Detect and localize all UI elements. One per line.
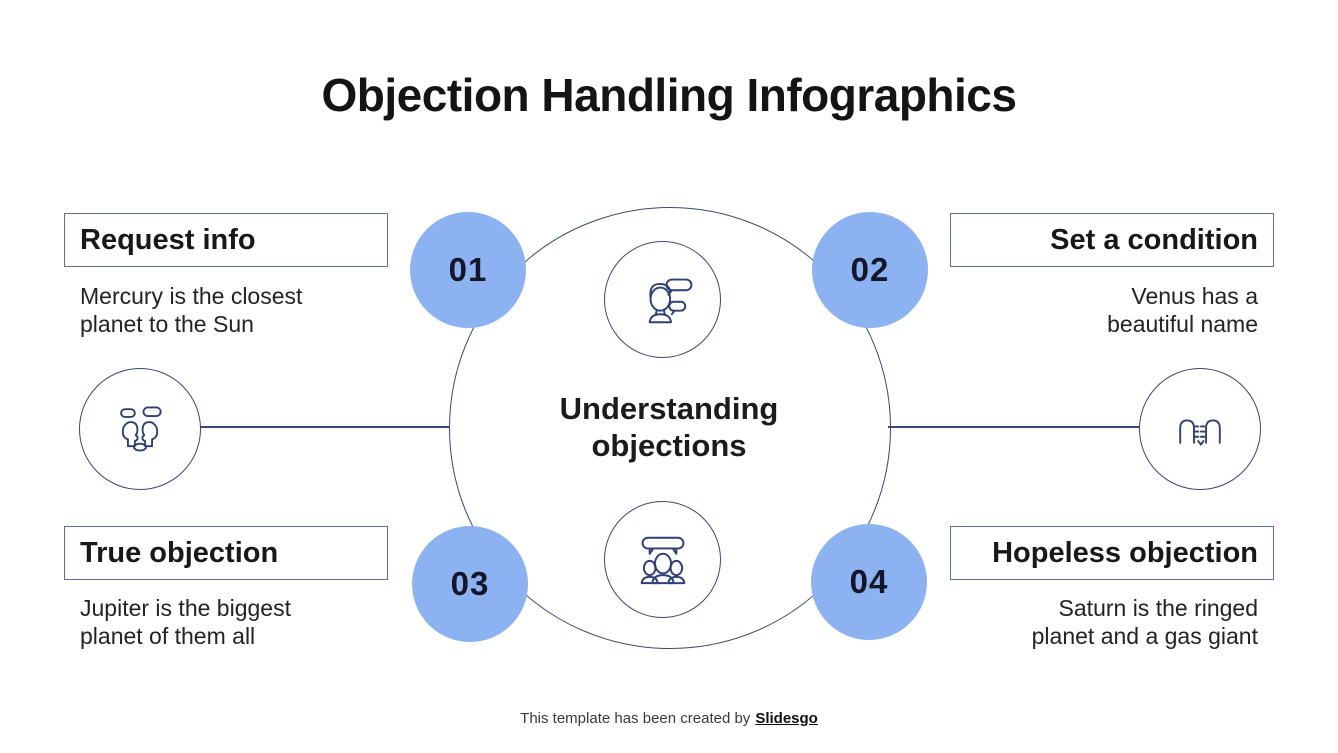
negotiation-icon [1139,368,1261,490]
step-1-number-badge: 01 [410,212,526,328]
team-discussion-icon-graphic [640,536,685,584]
person-talking-icon [604,241,721,358]
step-4-heading: Hopeless objection [992,536,1258,569]
step-4-description: Saturn is the ringed planet and a gas gi… [1031,595,1258,649]
two-people-conversation-icon [79,368,201,490]
connector-line-right [888,426,1140,428]
two-people-conversation-icon-graphic [120,406,162,452]
step-1-heading-box: Request info [64,213,388,267]
team-discussion-icon [604,501,721,618]
main-circle [449,207,891,649]
step-4-heading-box: Hopeless objection [950,526,1274,580]
step-2-number-badge: 02 [812,212,928,328]
step-2-description: Venus has a beautiful name [1107,283,1258,337]
step-2-heading: Set a condition [1050,223,1258,256]
step-3-heading: True objection [80,536,279,569]
footer-text: This template has been created by [520,710,751,727]
step-1-description: Mercury is the closest planet to the Sun [80,283,303,337]
step-3-heading-box: True objection [64,526,388,580]
page-title: Objection Handling Infographics [321,69,1017,121]
center-title: Understanding objections [559,391,779,463]
step-3-number-badge: 03 [412,526,528,642]
step-3-description: Jupiter is the biggest planet of them al… [80,595,291,649]
step-1-heading: Request info [80,223,256,256]
step-4-number-badge: 04 [811,524,927,640]
negotiation-icon-graphic [1179,419,1221,446]
slidesgo-link[interactable]: Slidesgo [755,710,818,727]
step-2-heading-box: Set a condition [950,213,1274,267]
connector-line-left [199,426,450,428]
person-talking-icon-graphic [648,278,692,323]
